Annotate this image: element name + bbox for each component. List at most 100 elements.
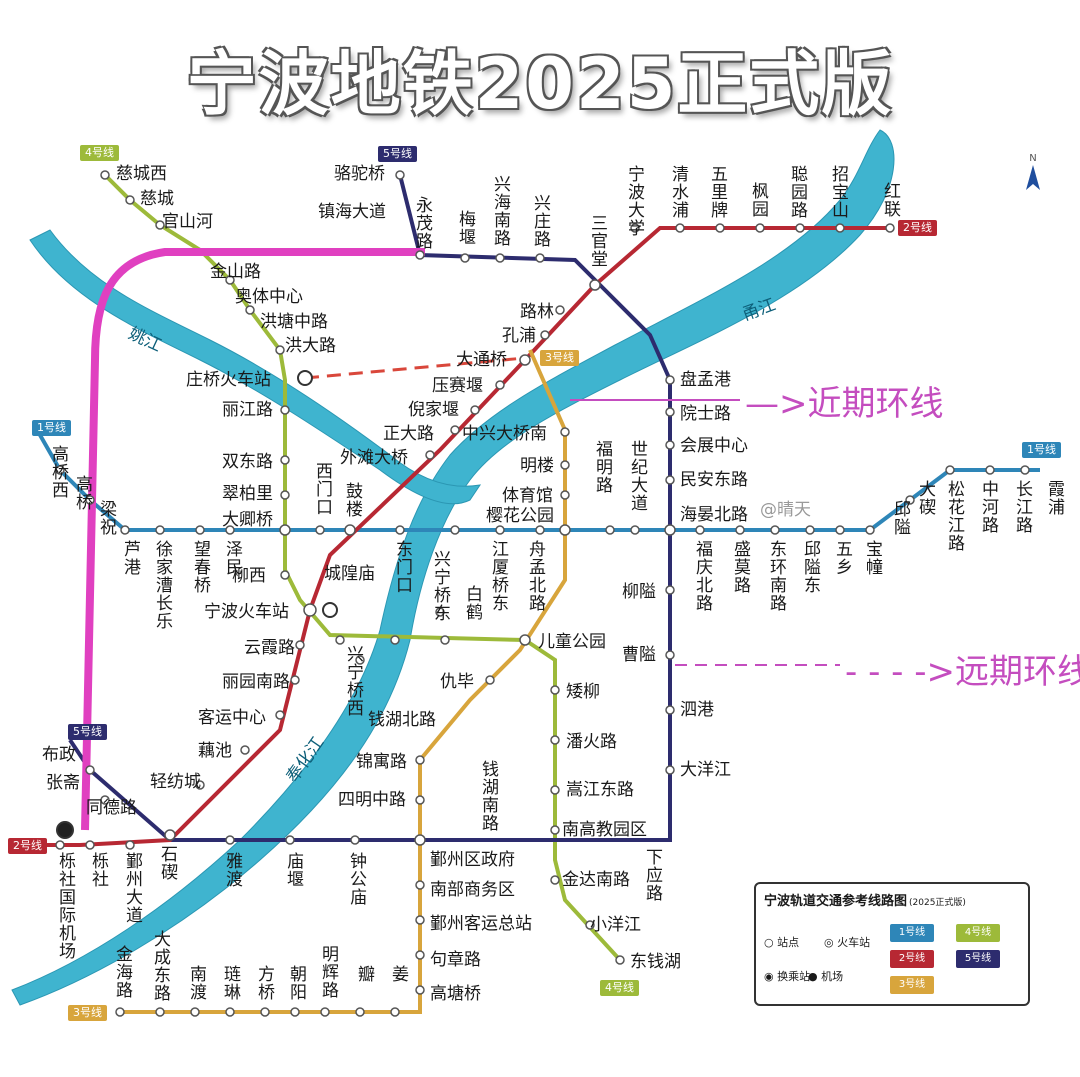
legend-station: ○ 站点 bbox=[764, 936, 800, 949]
station-hongtang: 洪塘中路 bbox=[260, 312, 328, 332]
station-panhuolu: 潘火路 bbox=[566, 732, 617, 752]
station-yongmao: 永茂路 bbox=[412, 196, 432, 250]
station-xiaoshan: 瓣 bbox=[354, 965, 374, 983]
north-label: N bbox=[1029, 153, 1037, 164]
station-fangqiao: 方桥 bbox=[254, 965, 274, 1001]
legend-airport: ● 机场 bbox=[808, 970, 844, 983]
station-tiyuguan: 体育馆 bbox=[502, 486, 553, 506]
station-xingzhuang: 兴庄路 bbox=[530, 194, 550, 248]
station-liuxi: 柳西 bbox=[232, 566, 266, 586]
station-aidui: 矮柳 bbox=[566, 682, 600, 702]
station-dacheng: 大成东路 bbox=[150, 930, 170, 1002]
station-waitan: 外滩大桥 bbox=[340, 448, 408, 468]
line2-badge-right: 2号线 bbox=[898, 220, 937, 236]
station-guanshanhe: 官山河 bbox=[162, 212, 213, 232]
rail-connector bbox=[304, 356, 526, 380]
station-dongqianhu: 东钱湖 bbox=[630, 952, 681, 972]
legend-line4: 4号线 bbox=[956, 924, 1000, 942]
station-fuqing: 福庆北路 bbox=[692, 540, 712, 612]
station-lijiang: 丽江路 bbox=[222, 400, 273, 420]
station-wangchun: 望春桥 bbox=[190, 540, 210, 594]
station-qingfang: 轻纺城 bbox=[150, 772, 201, 792]
station-cuibai: 翠柏里 bbox=[222, 484, 273, 504]
station-shiji: 世纪大道 bbox=[627, 440, 647, 512]
station-xingningxi: 兴宁桥西 bbox=[343, 645, 363, 717]
near-ring-annotation: —>近期环线 bbox=[745, 384, 944, 424]
station-gaoqiaoxi: 高桥西 bbox=[48, 445, 68, 499]
station-zemin: 泽民 bbox=[222, 540, 242, 576]
station-sanguantang: 三官堂 bbox=[587, 214, 607, 268]
river-yao bbox=[29, 229, 482, 505]
station-yadu: 雅渡 bbox=[222, 852, 242, 888]
station-panhuo: 盛莫路 bbox=[730, 540, 750, 594]
station-tuolin: 琏琳 bbox=[220, 965, 240, 1001]
station-luotuo: 骆驼桥 bbox=[334, 164, 385, 184]
station-zhuangqiao: 庄桥火车站 bbox=[186, 370, 271, 390]
station-lulin: 路林 bbox=[520, 302, 554, 322]
legend-line2: 2号线 bbox=[890, 950, 934, 968]
line-4 bbox=[103, 173, 622, 962]
station-songhua: 松花江路 bbox=[944, 480, 964, 552]
station-honglian: 红联 bbox=[880, 182, 900, 218]
station-dots bbox=[55, 170, 1030, 1017]
station-choubi: 仇毕 bbox=[440, 672, 474, 692]
station-meiyan: 梅堰 bbox=[455, 210, 475, 246]
station-cixi: 慈城西 bbox=[116, 164, 167, 184]
station-xiaoyangjiang: 小洋江 bbox=[590, 915, 641, 935]
station-zhonggong: 钟公庙 bbox=[346, 852, 366, 906]
station-ouchi: 藕池 bbox=[198, 741, 232, 761]
station-jinshan: 金山路 bbox=[210, 262, 261, 282]
station-shibai: 石碶 bbox=[157, 845, 177, 881]
station-baihe: 白鹤 bbox=[462, 585, 482, 621]
station-wulipai: 五里牌 bbox=[707, 165, 727, 219]
river-yong bbox=[11, 129, 895, 1006]
station-ertong: 儿童公园 bbox=[538, 632, 606, 652]
line2-badge-left: 2号线 bbox=[8, 838, 47, 854]
station-minghui: 明辉路 bbox=[318, 945, 338, 999]
station-shuangdong: 双东路 bbox=[222, 452, 273, 472]
station-yuanshi: 院士路 bbox=[680, 404, 731, 424]
station-buzheng: 布政 bbox=[42, 745, 76, 765]
station-yunxia: 云霞路 bbox=[244, 638, 295, 658]
line-2 bbox=[30, 226, 890, 847]
map-title: 宁波地铁2025正式版 bbox=[186, 43, 894, 125]
station-dagu: 大碶 bbox=[915, 480, 935, 516]
station-songjiang: 嵩江东路 bbox=[566, 780, 634, 800]
legend-train: ◎ 火车站 bbox=[824, 936, 871, 949]
line4-badge-bottom: 4号线 bbox=[600, 980, 639, 996]
station-qiuai: 邱隘 bbox=[890, 500, 910, 536]
station-xingning: 兴宁桥东 bbox=[430, 550, 450, 622]
station-xiapu: 霞浦 bbox=[1044, 480, 1064, 516]
station-daqingqiao: 大卿桥 bbox=[222, 510, 273, 530]
station-nandu: 南渡 bbox=[186, 965, 206, 1001]
station-minglou: 明楼 bbox=[520, 456, 554, 476]
map-legend: 宁波轨道交通参考线路图(2025正式版) ○ 站点 ◎ 火车站 ◉ 换乘站 ● … bbox=[754, 882, 1030, 1006]
station-jiang: 姜 bbox=[388, 965, 408, 983]
station-xinghainan: 兴海南路 bbox=[490, 175, 510, 247]
station-chaoyang: 朝阳 bbox=[286, 965, 306, 1001]
line1-badge-right: 1号线 bbox=[1022, 442, 1061, 458]
station-nanbu: 南部商务区 bbox=[430, 880, 515, 900]
station-zhengda: 正大路 bbox=[383, 424, 434, 444]
station-yinzhoudong: 邱隘东 bbox=[800, 540, 820, 594]
north-arrow-icon bbox=[1026, 165, 1040, 190]
station-fengyuan: 枫园 bbox=[748, 182, 768, 218]
station-tongde: 同德路 bbox=[86, 798, 137, 818]
station-qianhunan: 钱湖南路 bbox=[478, 760, 498, 832]
station-xiaying: 下应路 bbox=[642, 848, 662, 902]
station-minan: 民安东路 bbox=[680, 470, 748, 490]
station-lishe: 栎社国际机场 bbox=[55, 852, 75, 960]
line5-badge-left: 5号线 bbox=[68, 724, 107, 740]
station-nbdx: 宁波大学 bbox=[624, 165, 644, 237]
station-jinhai: 金海路 bbox=[112, 945, 132, 999]
station-ximenkou: 西门口 bbox=[312, 462, 332, 516]
station-yinzhou: 鄞州区政府 bbox=[430, 850, 515, 870]
station-chenghuang: 城隍庙 bbox=[324, 564, 375, 584]
station-siming: 四明中路 bbox=[338, 790, 406, 810]
station-yinzhoudadao: 鄞州大道 bbox=[122, 852, 142, 924]
station-zhonghe: 中河路 bbox=[978, 480, 998, 534]
station-dayangjiang: 大洋江 bbox=[680, 760, 731, 780]
watermark: @晴天 bbox=[760, 500, 811, 520]
station-zhangshui: 张斋 bbox=[46, 773, 80, 793]
